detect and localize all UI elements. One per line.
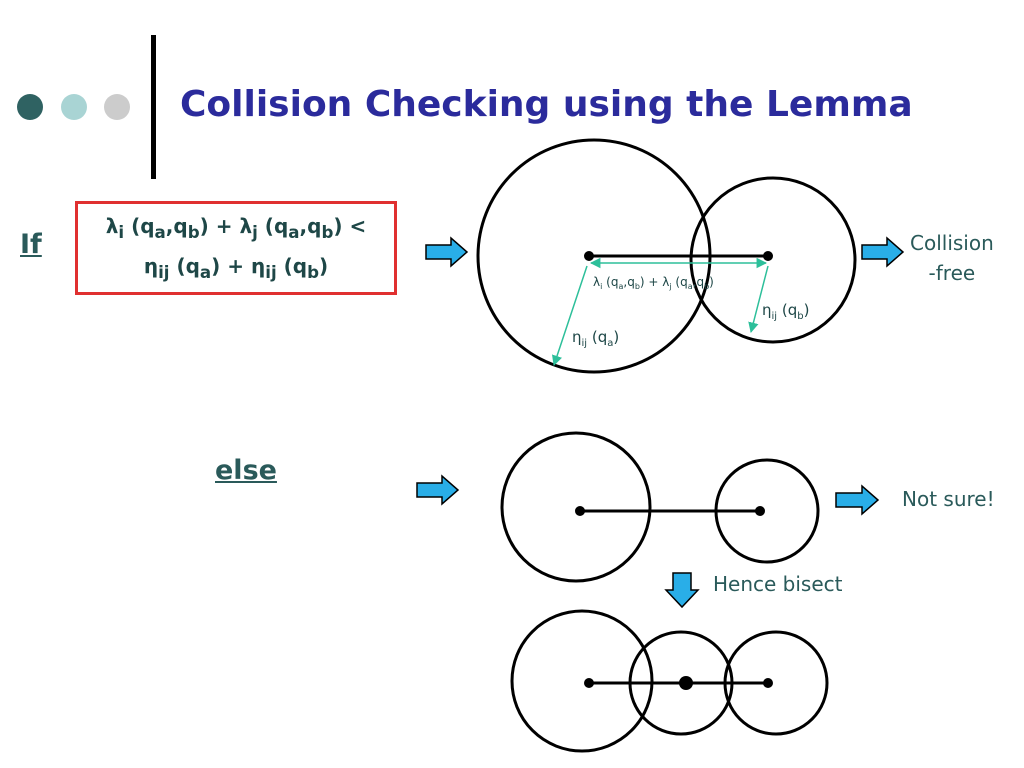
outcome-collision-line1: Collision [910, 231, 994, 255]
right-arrow-icon-2 [861, 236, 905, 268]
radius-a-arrow [552, 265, 588, 366]
radius-b-label: ηij (qb) [762, 301, 809, 322]
right-arrow-icon-1 [425, 236, 469, 268]
bullet-dot-gray [104, 94, 130, 120]
bullet-dot-dark [17, 94, 43, 120]
endpoint-qa-3 [584, 678, 594, 688]
endpoint-qb-3 [763, 678, 773, 688]
condition-box: λi (qa,qb) + λj (qa,qb) < ηij (qa) + ηij… [75, 201, 397, 295]
if-label: If [20, 229, 42, 260]
outcome-collision: Collision -free [910, 228, 994, 288]
endpoint-qa-1 [584, 251, 594, 261]
title-divider-bar [151, 35, 156, 179]
else-label: else [215, 455, 277, 486]
outcome-not-sure: Not sure! [902, 487, 995, 511]
hence-bisect-label: Hence bisect [713, 572, 843, 596]
midpoint-3 [679, 676, 693, 690]
circle-a-bisect [510, 609, 654, 753]
condition-line-2: ηij (qa) + ηij (qb) [143, 254, 329, 282]
slide-title: Collision Checking using the Lemma [180, 84, 913, 125]
right-arrow-icon-3 [416, 474, 460, 506]
outcome-collision-line2: -free [928, 261, 976, 285]
circle-a-else [500, 431, 652, 583]
down-arrow-icon [664, 572, 700, 609]
span-label: λi (qa,qb) + λj (qa,qb) [593, 275, 714, 291]
condition-line-1: λi (qa,qb) + λj (qa,qb) < [105, 214, 367, 242]
right-arrow-icon-4 [835, 484, 880, 516]
bullet-dot-light [61, 94, 87, 120]
endpoint-qb-1 [763, 251, 773, 261]
endpoint-qb-2 [755, 506, 765, 516]
endpoint-qa-2 [575, 506, 585, 516]
radius-a-label: ηij (qa) [572, 328, 619, 349]
radius-b-arrow [748, 265, 769, 334]
